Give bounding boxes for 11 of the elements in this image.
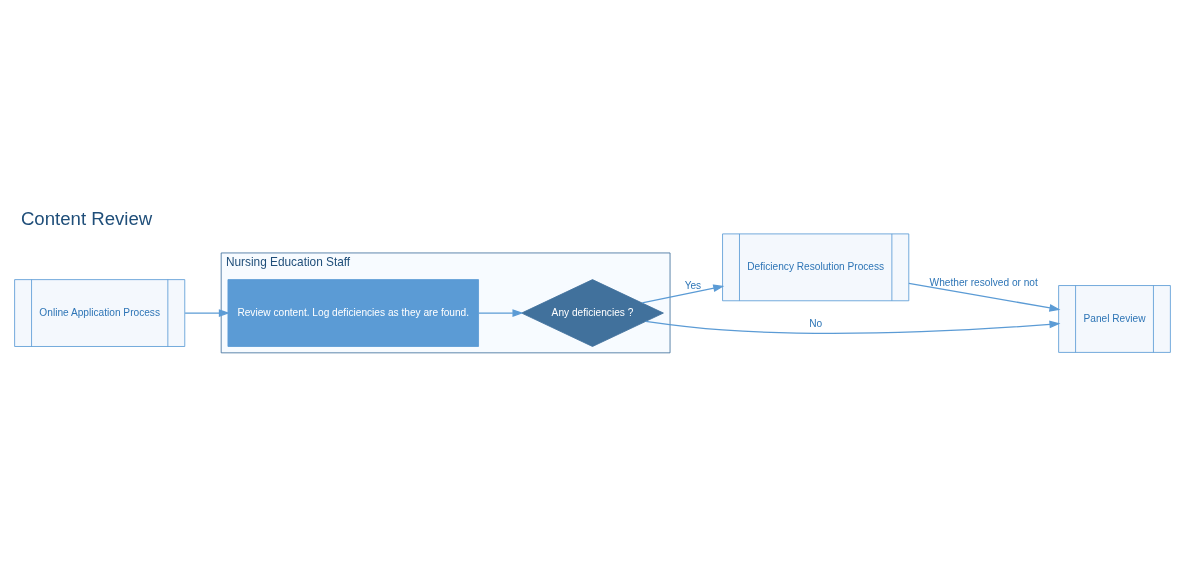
edge-label: Yes xyxy=(684,279,702,291)
arrow xyxy=(645,320,1061,334)
arrow xyxy=(184,308,230,317)
arrow xyxy=(478,308,524,317)
node-diamond: Any deficiencies ? xyxy=(521,278,664,347)
arrow xyxy=(908,282,1061,312)
node-box: Review content. Log deficiencies as they are found. xyxy=(227,278,479,347)
edge-label: Whether resolved or not xyxy=(929,276,1038,288)
arrow xyxy=(641,284,725,304)
diagram-title: Content Review xyxy=(20,207,153,229)
edge-label: No xyxy=(809,317,823,329)
